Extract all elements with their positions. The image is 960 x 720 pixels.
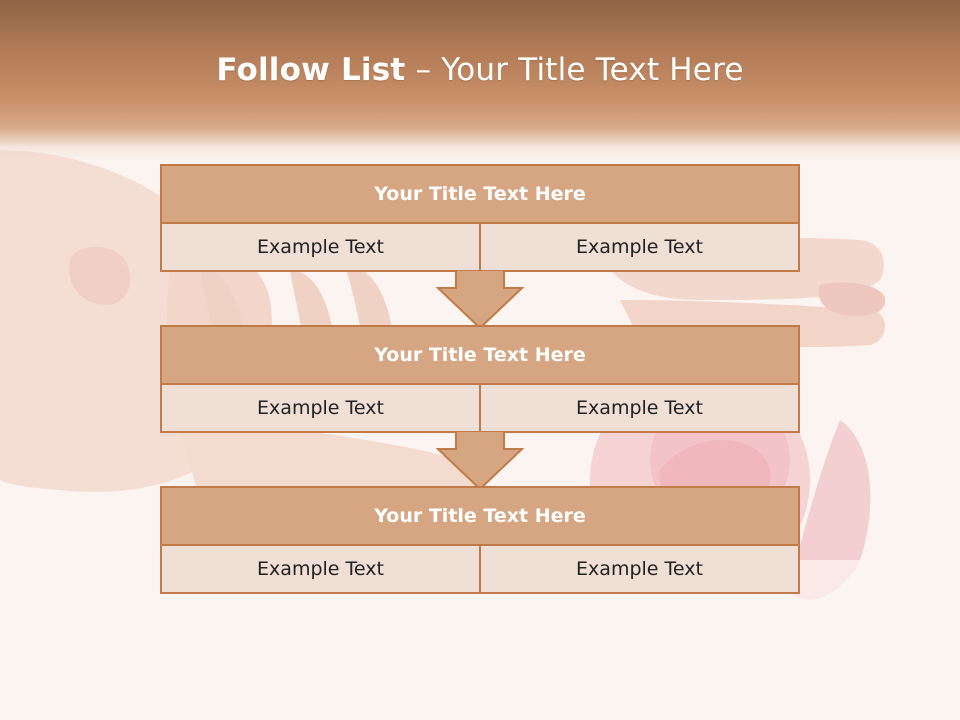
header-band — [0, 0, 960, 160]
list-block-2: Your Title Text Here Example Text Exampl… — [160, 325, 800, 433]
block-right-text: Example Text — [481, 546, 798, 592]
title-bold: Follow List — [216, 52, 406, 88]
block-left-text: Example Text — [162, 224, 481, 270]
down-arrow-icon — [436, 270, 524, 330]
block-title: Your Title Text Here — [162, 488, 798, 546]
block-title: Your Title Text Here — [162, 166, 798, 224]
down-arrow-icon — [436, 431, 524, 491]
block-right-text: Example Text — [481, 385, 798, 431]
slide-title: Follow List – Your Title Text Here — [0, 52, 960, 88]
block-title: Your Title Text Here — [162, 327, 798, 385]
list-block-1: Your Title Text Here Example Text Exampl… — [160, 164, 800, 272]
list-block-3: Your Title Text Here Example Text Exampl… — [160, 486, 800, 594]
block-right-text: Example Text — [481, 224, 798, 270]
block-row: Example Text Example Text — [162, 385, 798, 431]
title-rest: – Your Title Text Here — [405, 52, 744, 88]
block-left-text: Example Text — [162, 546, 481, 592]
block-left-text: Example Text — [162, 385, 481, 431]
block-row: Example Text Example Text — [162, 546, 798, 592]
block-row: Example Text Example Text — [162, 224, 798, 270]
